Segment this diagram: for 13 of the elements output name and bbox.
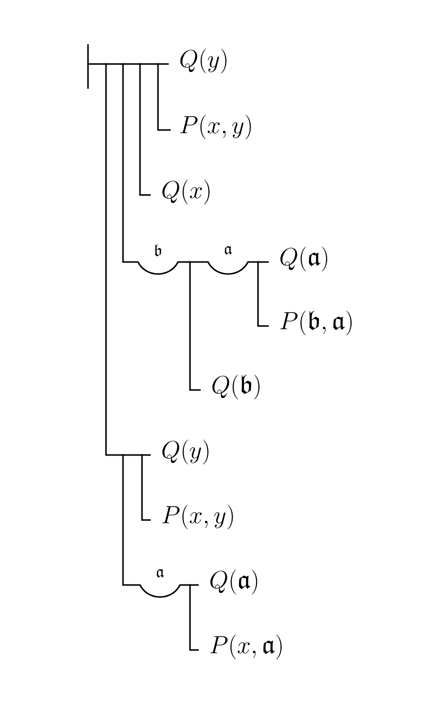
formula: $Q(y)$ [180, 48, 226, 74]
formula: $P(x, \mathfrak{a})$ [210, 634, 282, 660]
formula: $Q(x)$ [162, 180, 210, 204]
formula: $Q(\mathfrak{b})$ [212, 374, 260, 400]
variable-letter: $\mathfrak{b}$ [155, 244, 162, 256]
variable-letter: $\mathfrak{a}$ [224, 246, 232, 255]
variable-letter: $\mathfrak{a}$ [156, 569, 164, 578]
formula: $P(x, y)$ [180, 114, 251, 140]
formula: $P(x, y)$ [162, 504, 233, 530]
formula: $Q(\mathfrak{a})$ [280, 246, 328, 272]
formula: $Q(\mathfrak{a})$ [210, 570, 258, 594]
formula: $Q(y)$ [162, 440, 208, 464]
formula: $P(\mathfrak{b}, \mathfrak{a})$ [280, 310, 352, 336]
